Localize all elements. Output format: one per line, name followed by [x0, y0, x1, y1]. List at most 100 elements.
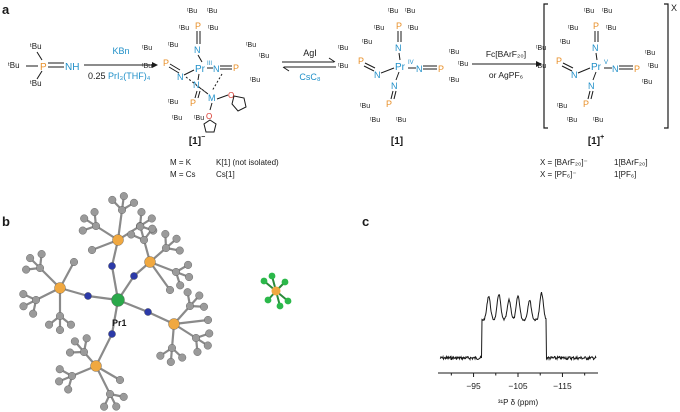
tbu-label: ᵗBu — [30, 42, 42, 51]
note-left: M = Cs — [170, 170, 196, 179]
carbon-atom — [45, 320, 54, 329]
phosphorus-atom: P — [190, 98, 196, 108]
phosphorus-atom: P — [195, 21, 201, 31]
tbu-label: ᵗBu — [250, 77, 260, 84]
metal-m: M — [208, 93, 216, 103]
tbu-label: ᵗBu — [449, 49, 459, 56]
carbon-atom — [127, 230, 136, 239]
carbon-atom — [69, 258, 78, 267]
carbon-atom — [195, 291, 204, 300]
phosphorus-atom: P — [556, 56, 562, 66]
counter-ion-x: X — [671, 3, 677, 13]
carbon-atom — [108, 195, 117, 204]
bond — [149, 261, 171, 291]
nitrogen-atom: N — [395, 43, 402, 53]
note-right: 1[PF₆] — [614, 170, 636, 179]
tbu-label: ᵗBu — [458, 61, 468, 68]
tbu-label: ᵗBu — [338, 63, 348, 70]
tbu-label: ᵗBu — [259, 53, 269, 60]
bracket-right — [664, 3, 669, 129]
carbon-atom — [203, 316, 212, 325]
carbon-atom — [136, 222, 145, 231]
nitrogen-atom: N — [194, 45, 201, 55]
anion-notes: M = K K[1] (not isolated) M = Cs Cs[1] — [170, 158, 279, 179]
tbu-label: ᵗBu — [593, 117, 603, 124]
note-left: X = [PF₆]⁻ — [540, 170, 577, 179]
phosphorus-atom — [112, 234, 124, 246]
carbon-atom — [19, 290, 28, 299]
reagent-agpf6: or AgPF₆ — [489, 70, 523, 80]
crystal-structure — [19, 192, 214, 411]
nitrogen-atom — [144, 308, 152, 316]
phosphorus-atom — [54, 282, 66, 294]
reagent-csc8: CsC₈ — [299, 72, 320, 82]
nitrogen-atom: N — [416, 64, 423, 74]
carbon-atom — [29, 309, 38, 318]
tbu-label: ᵗBu — [557, 103, 567, 110]
tbu-label: ᵗBu — [362, 39, 372, 46]
tbu-label: ᵗBu — [370, 117, 380, 124]
fluorine-atom — [281, 278, 289, 286]
x-axis-label: ³¹P δ (ppm) — [498, 398, 539, 407]
pr-center: Pr — [395, 62, 406, 73]
carbon-atom — [191, 334, 200, 343]
carbon-atom — [90, 208, 99, 217]
oxygen-atom: O — [228, 91, 234, 100]
tbu-label: ᵗBu — [568, 25, 578, 32]
carbon-atom — [203, 341, 212, 350]
carbon-atom — [167, 344, 176, 353]
carbon-atom — [37, 250, 46, 259]
phosphorus-atom: P — [634, 64, 640, 74]
tbu-label: ᵗBu — [179, 25, 189, 32]
phosphorus-atom: P — [438, 64, 444, 74]
carbon-atom — [199, 302, 208, 311]
tbu-label: ᵗBu — [8, 61, 20, 70]
tbu-label: ᵗBu — [187, 8, 197, 15]
tbu-label: ᵗBu — [584, 8, 594, 15]
phosphorus-atom: P — [358, 56, 364, 66]
fluorine-atom — [264, 296, 272, 304]
carbon-atom — [79, 348, 88, 357]
tbu-label: ᵗBu — [536, 45, 546, 52]
carbon-atom — [87, 245, 96, 254]
phosphorus-atom: P — [593, 21, 599, 31]
nitrogen-atom — [108, 262, 116, 270]
phosphorus-atom: P — [40, 62, 47, 73]
carbon-atom — [100, 402, 109, 411]
tbu-label: ᵗBu — [396, 117, 406, 124]
carbon-atom — [36, 264, 45, 273]
nitrogen-atom: N — [592, 43, 599, 53]
tbu-label: ᵗBu — [172, 115, 182, 122]
reagent-fc: Fc[BArF₂₀] — [486, 49, 526, 59]
note-right: 1[BArF₂₀] — [614, 158, 648, 167]
reaction-arrow-1: KBn 0.25 PrI₃(THF)₄ — [84, 46, 158, 81]
carbon-atom — [55, 365, 64, 374]
nmr-spectrum: −95−105−115 ³¹P δ (ppm) — [438, 291, 598, 407]
carbon-atom — [148, 224, 157, 233]
oxidation-state: V — [604, 60, 608, 66]
ligand-structure: ᵗBu ᵗBu ᵗBu P NH — [8, 42, 79, 88]
x-tick-label: −105 — [508, 381, 527, 391]
nitrogen-atom: N — [374, 70, 381, 80]
carbon-atom — [165, 286, 174, 295]
carbon-atom — [184, 260, 193, 269]
carbon-atom — [66, 320, 75, 329]
carbon-atom — [161, 230, 170, 239]
tbu-label: ᵗBu — [360, 103, 370, 110]
tbu-label: ᵗBu — [602, 8, 612, 15]
bracket-left — [543, 3, 548, 129]
phosphorus-atom: P — [386, 99, 392, 109]
nitrogen-atom: N — [571, 70, 578, 80]
carbon-atom — [193, 347, 202, 356]
reagent-kbn: KBn — [112, 46, 129, 56]
thf-ring — [231, 95, 247, 112]
phosphorus-atom — [90, 360, 102, 372]
tbu-label: ᵗBu — [338, 45, 348, 52]
tbu-label: ᵗBu — [567, 117, 577, 124]
thf-ring — [203, 119, 217, 133]
note-left: M = K — [170, 158, 192, 167]
bond — [173, 318, 209, 326]
carbon-atom — [147, 214, 156, 223]
nitrogen-atom — [84, 292, 92, 300]
reagent-pri3: 0.25 PrI₃(THF)₄ — [88, 71, 151, 81]
